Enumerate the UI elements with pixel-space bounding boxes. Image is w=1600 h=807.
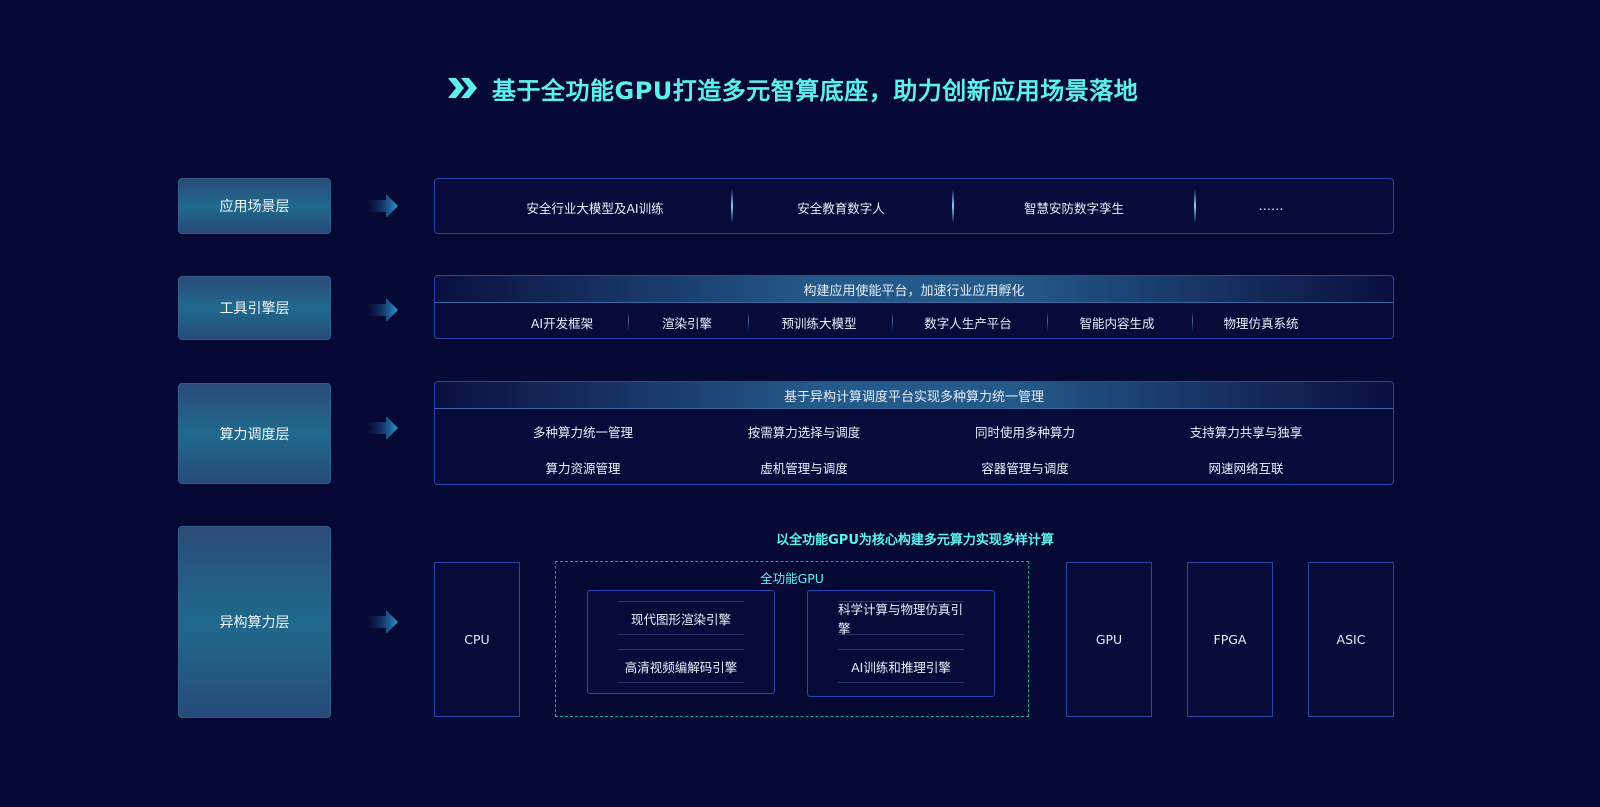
layer-label-scheduling: 算力调度层 — [178, 383, 331, 484]
app-item: 安全教育数字人 — [797, 201, 885, 216]
layer-label-application: 应用场景层 — [178, 178, 331, 234]
application-layer-panel: 安全行业大模型及AI训练 安全教育数字人 智慧安防数字孪生 …… — [434, 178, 1394, 234]
layer-label-tools: 工具引擎层 — [178, 276, 331, 340]
graphics-engine-box: 现代图形渲染引擎 高清视频编解码引擎 — [587, 590, 775, 694]
scheduling-layer-panel: 基于异构计算调度平台实现多种算力统一管理 多种算力统一管理 按需算力选择与调度 … — [434, 381, 1394, 485]
arrow-right-icon — [366, 194, 398, 218]
arrow-right-icon — [366, 610, 398, 634]
scheduling-item: 网速网络互联 — [1208, 461, 1284, 476]
compute-subtitle: 以全功能GPU为核心构建多元算力实现多样计算 — [776, 533, 1054, 548]
chip-gpu: GPU — [1066, 562, 1152, 717]
full-function-gpu-group: 全功能GPU 现代图形渲染引擎 高清视频编解码引擎 科学计算与物理仿真引擎 AI… — [555, 561, 1029, 717]
chip-cpu: CPU — [434, 562, 520, 717]
layer-label-compute: 异构算力层 — [178, 526, 331, 718]
divider — [1192, 311, 1193, 331]
chip-asic: ASIC — [1308, 562, 1394, 717]
engine-item: 科学计算与物理仿真引擎 — [838, 601, 964, 636]
tool-item: 预训练大模型 — [781, 316, 857, 331]
double-chevron-icon — [448, 78, 477, 98]
scheduling-item: 容器管理与调度 — [981, 461, 1069, 476]
arrow-right-icon — [366, 416, 398, 440]
divider — [892, 311, 893, 331]
scheduling-item: 支持算力共享与独享 — [1189, 425, 1303, 440]
chip-fpga: FPGA — [1187, 562, 1273, 717]
scheduling-header: 基于异构计算调度平台实现多种算力统一管理 — [435, 382, 1393, 409]
divider — [1047, 311, 1048, 331]
scheduling-item: 虚机管理与调度 — [760, 461, 848, 476]
divider — [731, 189, 733, 223]
divider — [952, 189, 954, 223]
tool-item: AI开发框架 — [530, 316, 594, 331]
app-item: …… — [1258, 198, 1284, 213]
compute-engine-box: 科学计算与物理仿真引擎 AI训练和推理引擎 — [807, 590, 995, 697]
gpu-group-title: 全功能GPU — [760, 571, 824, 586]
tool-item: 物理仿真系统 — [1223, 316, 1299, 331]
engine-item: 高清视频编解码引擎 — [618, 649, 744, 683]
divider — [628, 311, 629, 331]
tools-header: 构建应用使能平台，加速行业应用孵化 — [435, 276, 1393, 303]
arrow-right-icon — [366, 298, 398, 322]
tools-layer-panel: 构建应用使能平台，加速行业应用孵化 AI开发框架 渲染引擎 预训练大模型 数字人… — [434, 275, 1394, 339]
divider — [1194, 189, 1196, 223]
page-title: 基于全功能GPU打造多元智算底座，助力创新应用场景落地 — [446, 70, 1138, 106]
app-item: 安全行业大模型及AI训练 — [526, 201, 664, 216]
tool-item: 数字人生产平台 — [924, 316, 1012, 331]
scheduling-item: 多种算力统一管理 — [532, 425, 634, 440]
title-text: 基于全功能GPU打造多元智算底座，助力创新应用场景落地 — [492, 76, 1139, 105]
scheduling-item: 按需算力选择与调度 — [747, 425, 861, 440]
tool-item: 渲染引擎 — [661, 316, 713, 331]
engine-item: AI训练和推理引擎 — [838, 649, 964, 683]
scheduling-item: 算力资源管理 — [545, 461, 621, 476]
scheduling-item: 同时使用多种算力 — [974, 425, 1076, 440]
engine-item: 现代图形渲染引擎 — [618, 601, 744, 635]
tool-item: 智能内容生成 — [1079, 316, 1155, 331]
divider — [748, 311, 749, 331]
app-item: 智慧安防数字孪生 — [1023, 201, 1125, 216]
